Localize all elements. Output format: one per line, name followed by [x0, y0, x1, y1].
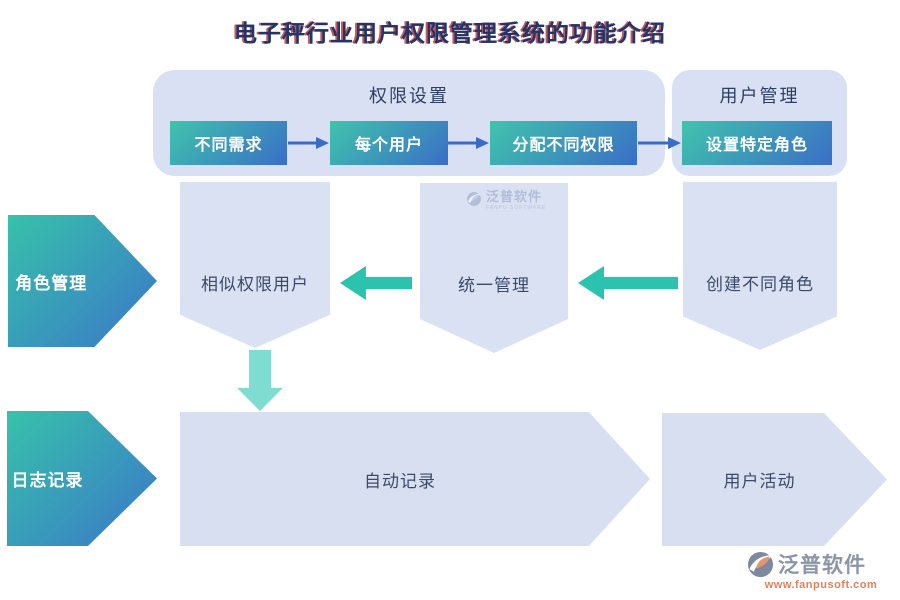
arrow-down-icon: [237, 350, 283, 411]
arrow-right-icon: [638, 137, 681, 149]
arrow-left-icon: [578, 266, 678, 300]
step-each-user: 每个用户: [330, 121, 448, 165]
fanpu-logo-icon: [467, 192, 481, 206]
node-create-roles: 创建不同角色: [683, 182, 837, 350]
node-user-activity: 用户活动: [662, 413, 887, 546]
fanpu-logo-icon: [747, 551, 774, 577]
node-label: 创建不同角色: [706, 275, 814, 295]
brand-footer: 泛普软件 www.fanpusoft.com: [746, 549, 896, 591]
tag-label: 角色管理: [15, 273, 88, 294]
step-different-needs: 不同需求: [170, 121, 287, 165]
node-label: 相似权限用户: [201, 275, 309, 295]
watermark-brand-sub: FANPU SOFTWARE: [486, 205, 547, 211]
node-similar-permission-users: 相似权限用户: [180, 182, 330, 348]
arrow-right-icon: [288, 137, 329, 149]
watermark-brand: 泛普软件: [486, 190, 543, 205]
page-title: 电子秤行业用户权限管理系统的功能介绍: [234, 20, 666, 47]
panel-user-label: 用户管理: [719, 86, 800, 107]
brand-url: www.fanpusoft.com: [764, 579, 878, 591]
watermark-center: 泛普软件 FANPU SOFTWARE: [466, 191, 546, 211]
node-unified-management: 统一管理: [420, 183, 568, 353]
node-label: 用户活动: [723, 472, 796, 492]
step-set-specific-role: 设置特定角色: [682, 121, 832, 165]
tag-role-management: 角色管理: [8, 215, 157, 347]
node-label: 统一管理: [458, 276, 530, 296]
arrow-right-icon: [448, 137, 489, 149]
node-label: 自动记录: [364, 471, 436, 492]
tag-label: 日志记录: [11, 471, 84, 491]
step-assign-permissions: 分配不同权限: [490, 121, 637, 165]
tag-log-record: 日志记录: [7, 411, 157, 546]
arrow-left-icon: [340, 266, 412, 300]
node-auto-record: 自动记录: [180, 412, 650, 546]
brand-name: 泛普软件: [778, 552, 866, 577]
panel-permission-label: 权限设置: [369, 86, 449, 107]
